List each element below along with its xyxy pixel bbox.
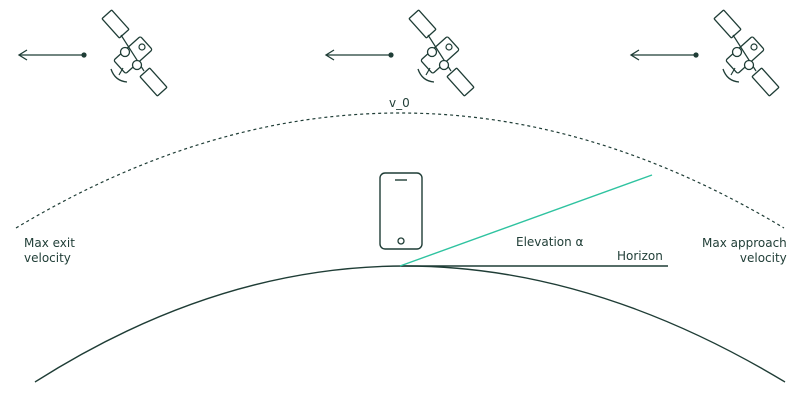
max-approach-line-1: Max approach <box>702 236 787 250</box>
satellite-icon <box>408 9 475 97</box>
max-exit-line-2: velocity <box>24 251 71 265</box>
smartphone-icon <box>379 172 423 250</box>
max-exit-line-1: Max exit <box>24 236 75 250</box>
max-approach-velocity-label: Max approach velocity <box>702 236 787 266</box>
earth-surface <box>34 265 786 383</box>
velocity-arrow-right <box>629 49 699 61</box>
satellite-icon <box>101 9 168 97</box>
max-exit-velocity-label: Max exit velocity <box>24 236 75 266</box>
orbit-top-label: v_0 <box>389 96 410 110</box>
velocity-arrow-center <box>324 49 394 61</box>
horizon-label: Horizon <box>617 249 663 263</box>
velocity-arrow-left <box>17 49 87 61</box>
satellite-icon <box>713 9 780 97</box>
elevation-line <box>399 174 653 267</box>
max-approach-line-2: velocity <box>739 251 787 265</box>
orbit-path <box>15 112 785 229</box>
elevation-label: Elevation α <box>516 235 584 249</box>
